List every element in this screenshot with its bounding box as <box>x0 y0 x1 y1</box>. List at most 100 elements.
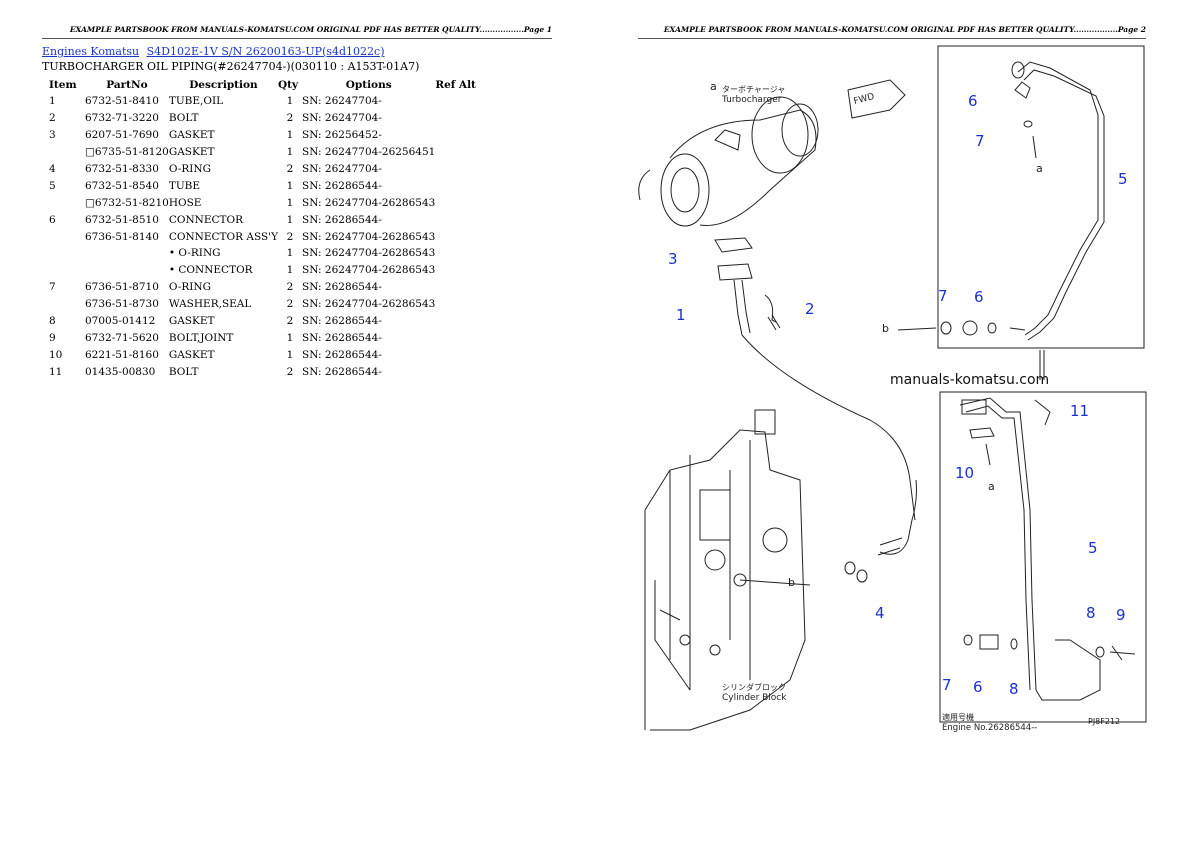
cell-qty: 2 <box>286 230 294 243</box>
cell-item: 10 <box>49 348 63 361</box>
cell-desc: CONNECTOR ASS'Y <box>168 230 279 243</box>
cell-desc: GASKET <box>168 348 215 361</box>
cell-item: 7 <box>49 281 56 294</box>
callout-4: 4 <box>875 604 885 622</box>
breadcrumb-link-engines[interactable]: Engines Komatsu <box>42 45 140 58</box>
cell-opt: SN: 26286544- <box>302 365 382 378</box>
cell-item: 9 <box>49 331 56 344</box>
cell-ref <box>435 313 495 330</box>
callout-5-upper: 5 <box>1118 170 1128 188</box>
engine-no: Engine No.26286544-- <box>942 723 1037 733</box>
cell-desc: TUBE <box>168 179 201 192</box>
cell-opt: SN: 26286544- <box>302 331 382 344</box>
cell-ref <box>435 296 495 313</box>
cell-opt: SN: 26247704- <box>302 95 382 108</box>
cell-qty: 2 <box>286 112 294 125</box>
cell-ref <box>435 177 495 194</box>
col-partno: PartNo <box>106 78 148 91</box>
cell-qty: 1 <box>286 196 294 209</box>
fwd-label: FWD <box>853 92 876 107</box>
cell-ref <box>435 194 495 211</box>
cell-ref <box>435 228 495 245</box>
callout-5-lower: 5 <box>1088 539 1098 557</box>
callout-7-mid: 7 <box>938 287 948 305</box>
cell-qty: 2 <box>286 365 294 378</box>
cell-qty: 2 <box>286 163 294 175</box>
cell-qty: 1 <box>286 348 294 361</box>
cell-ref <box>435 346 495 363</box>
callout-9: 9 <box>1116 606 1126 624</box>
cell-opt: SN: 26247704-26256451 <box>302 146 436 159</box>
cell-item <box>42 245 85 262</box>
cell-item: 5 <box>49 179 56 192</box>
letter-b-1: b <box>788 576 795 589</box>
cell-qty: 1 <box>286 146 294 159</box>
cell-qty: 2 <box>286 298 294 311</box>
cell-desc: HOSE <box>168 196 202 209</box>
cell-item: 6 <box>49 213 56 226</box>
table-row: 10 6221-51-8160 GASKET 1 SN: 26286544- <box>42 346 495 363</box>
cell-part: 6732-51-8540 <box>85 179 159 192</box>
page-header-2: EXAMPLE PARTSBOOK FROM MANUALS-KOMATSU.C… <box>638 25 1146 39</box>
jp-turbo-text: ターボチャージャ <box>722 85 785 94</box>
cell-ref <box>435 161 495 178</box>
cell-opt: SN: 26256452- <box>302 129 382 142</box>
breadcrumb-link-model[interactable]: S4D102E-1V S/N 26200163-UP(s4d1022c) <box>146 45 385 58</box>
callout-1: 1 <box>676 306 686 324</box>
breadcrumb: Engines Komatsu S4D102E-1V S/N 26200163-… <box>42 45 385 58</box>
cell-ref <box>435 127 495 144</box>
col-description: Description <box>189 78 258 91</box>
cell-opt: SN: 26286544- <box>302 348 382 361</box>
cell-ref <box>435 262 495 279</box>
cell-opt: SN: 26247704-26286543 <box>302 247 436 260</box>
cell-item <box>42 262 85 279</box>
cell-item: 1 <box>49 95 56 108</box>
callouts: 1 2 3 4 5 6 7 7 6 5 8 9 10 11 7 6 8 <box>668 92 1128 698</box>
cell-part: □6732-51-8210 <box>85 196 169 209</box>
cell-part: 6732-51-8330 <box>85 163 159 175</box>
cell-opt: SN: 26247704-26286543 <box>302 230 436 243</box>
callout-8-right: 8 <box>1086 604 1096 622</box>
col-options: Options <box>345 78 392 91</box>
cell-part: 6732-71-5620 <box>85 331 159 344</box>
col-qty: Qty <box>278 78 299 91</box>
cell-qty: 1 <box>286 95 294 108</box>
cell-qty: 1 <box>286 247 294 260</box>
col-item: Item <box>49 78 77 91</box>
cell-item: 3 <box>49 129 56 142</box>
cell-qty: 1 <box>286 129 294 142</box>
cell-opt: SN: 26247704-26286543 <box>302 298 436 311</box>
cell-item: 4 <box>49 163 56 175</box>
page-header-1: EXAMPLE PARTSBOOK FROM MANUALS-KOMATSU.C… <box>42 25 552 39</box>
callout-6-lower: 6 <box>973 678 983 696</box>
callout-10: 10 <box>955 464 974 482</box>
cell-qty: 2 <box>286 281 294 294</box>
cell-desc: GASKET <box>168 146 215 159</box>
callout-3: 3 <box>668 250 678 268</box>
cell-desc: O-RING <box>168 281 211 294</box>
parts-diagram: a ターボチャージャ Turbocharger FWD b シリンダブロック C… <box>638 45 1147 733</box>
letter-a-2: a <box>1036 162 1043 175</box>
cell-opt: SN: 26247704-26286543 <box>302 196 436 209</box>
cell-desc: GASKET <box>168 315 215 328</box>
cell-part: 6221-51-8160 <box>85 348 159 361</box>
cell-desc: WASHER,SEAL <box>168 298 252 311</box>
cell-opt: SN: 26286544- <box>302 213 382 226</box>
cell-part: □6735-51-8120 <box>85 146 169 159</box>
callout-6-mid: 6 <box>974 288 984 306</box>
cell-ref <box>435 93 495 110</box>
cell-desc: BOLT,JOINT <box>168 331 234 344</box>
cell-item <box>42 144 85 161</box>
table-header-row: Item PartNo Description Qty Options Ref … <box>42 76 495 93</box>
cell-opt: SN: 26286544- <box>302 315 382 328</box>
